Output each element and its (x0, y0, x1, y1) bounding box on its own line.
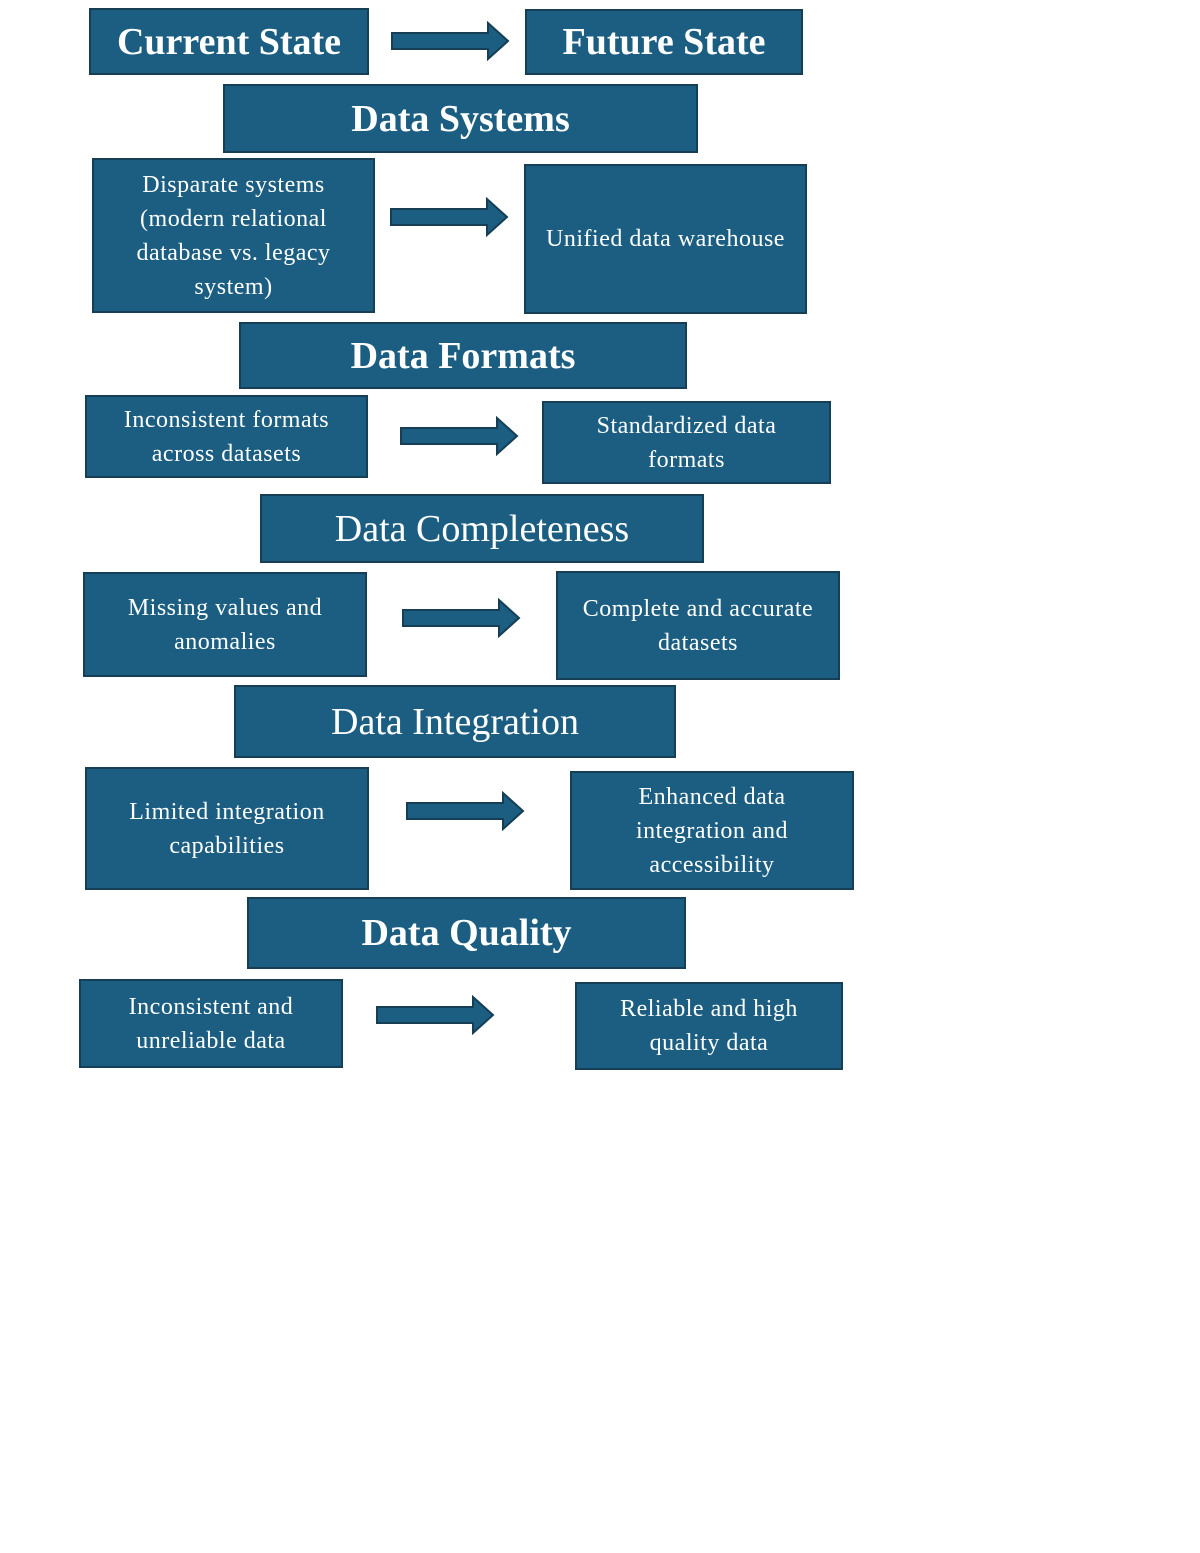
section-title-data-formats: Data Formats (239, 322, 687, 389)
right-arrow-icon (376, 995, 495, 1035)
future-state-text: Standardized data formats (596, 412, 777, 473)
future-state-box: Standardized data formats (542, 401, 831, 484)
current-state-text: Inconsistent and unreliable data (128, 993, 294, 1054)
current-state-text: Disparate systems (modern relational dat… (136, 171, 331, 300)
future-state-text: Enhanced data integration and accessibil… (635, 783, 789, 878)
current-state-text: Inconsistent formats across datasets (123, 406, 330, 467)
current-state-box: Inconsistent formats across datasets (85, 395, 368, 478)
future-state-box: Complete and accurate datasets (556, 571, 840, 680)
section-title-label: Data Integration (331, 700, 579, 743)
right-arrow-icon (400, 416, 519, 456)
right-arrow-icon (406, 791, 525, 831)
current-state-header: Current State (89, 8, 369, 75)
future-state-label: Future State (562, 21, 766, 63)
future-state-text: Reliable and high quality data (620, 996, 798, 1056)
future-state-text: Unified data warehouse (546, 226, 785, 252)
current-state-box: Missing values and anomalies (83, 572, 367, 677)
current-state-box: Limited integration capabilities (85, 767, 369, 890)
current-state-box: Disparate systems (modern relational dat… (92, 158, 375, 313)
section-title-data-quality: Data Quality (247, 897, 686, 969)
current-state-label: Current State (116, 20, 342, 63)
right-arrow-icon (390, 197, 509, 237)
future-state-box: Unified data warehouse (524, 164, 807, 314)
section-title-label: Data Completeness (334, 507, 630, 550)
section-title-data-systems: Data Systems (223, 84, 698, 153)
future-state-header: Future State (525, 9, 803, 75)
future-state-box: Reliable and high quality data (575, 982, 843, 1070)
section-title-data-completeness: Data Completeness (260, 494, 704, 563)
future-state-box: Enhanced data integration and accessibil… (570, 771, 854, 890)
section-title-label: Data Formats (350, 334, 576, 377)
future-state-text: Complete and accurate datasets (582, 595, 814, 656)
current-state-text: Limited integration capabilities (129, 798, 325, 859)
section-title-data-integration: Data Integration (234, 685, 676, 758)
current-state-text: Missing values and anomalies (127, 594, 323, 655)
right-arrow-icon (402, 598, 521, 638)
current-state-box: Inconsistent and unreliable data (79, 979, 343, 1068)
section-title-label: Data Quality (361, 912, 572, 954)
right-arrow-icon (391, 21, 510, 61)
section-title-label: Data Systems (351, 97, 570, 140)
